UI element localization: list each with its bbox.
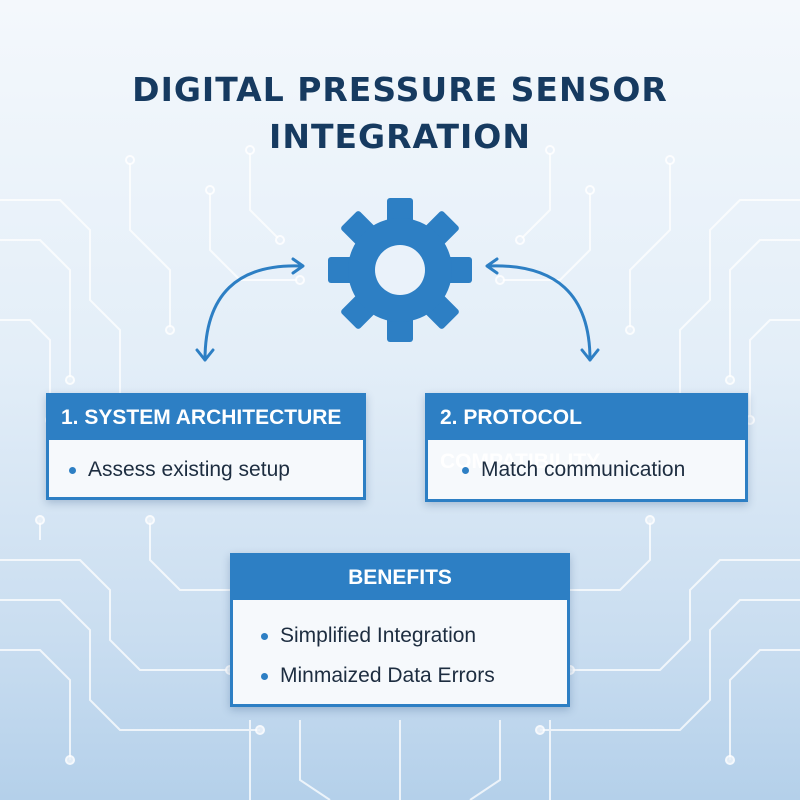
card-header: BENEFITS bbox=[233, 556, 567, 600]
system-architecture-card: 1. SYSTEM ARCHITECTURE Assess existing s… bbox=[46, 393, 366, 500]
title-line-2: INTEGRATION bbox=[269, 117, 531, 156]
list-item: Simplified Integration bbox=[261, 616, 547, 656]
list-item-text: Minmaized Data Errors bbox=[280, 664, 495, 687]
bullet-icon bbox=[261, 632, 268, 640]
card-header: 1. SYSTEM ARCHITECTURE bbox=[49, 396, 363, 440]
bullet-icon bbox=[462, 466, 469, 474]
list-item-text: Simplified Integration bbox=[280, 624, 477, 647]
bullet-icon bbox=[261, 672, 268, 680]
list-item: Assess existing setup bbox=[69, 448, 343, 492]
card-header: 2. PROTOCOL COMPATIBILITY bbox=[428, 396, 745, 473]
title-line-1: DIGITAL PRESSURE SENSOR bbox=[132, 70, 668, 109]
right-connector-arrow bbox=[486, 264, 592, 362]
list-item-text: Assess existing setup bbox=[88, 458, 290, 481]
left-connector-arrow bbox=[203, 264, 304, 362]
gear-icon bbox=[328, 198, 472, 342]
list-item-text: Match communication bbox=[481, 458, 686, 481]
bullet-icon bbox=[69, 466, 76, 474]
list-item: Match communication bbox=[462, 448, 725, 492]
list-item: Minmaized Data Errors bbox=[261, 656, 547, 696]
benefits-card: BENEFITS Simplified Integration Minmaize… bbox=[230, 553, 570, 707]
page-title: DIGITAL PRESSURE SENSOR INTEGRATION bbox=[0, 66, 800, 160]
protocol-compatibility-card: 2. PROTOCOL COMPATIBILITY Match communic… bbox=[425, 393, 748, 502]
